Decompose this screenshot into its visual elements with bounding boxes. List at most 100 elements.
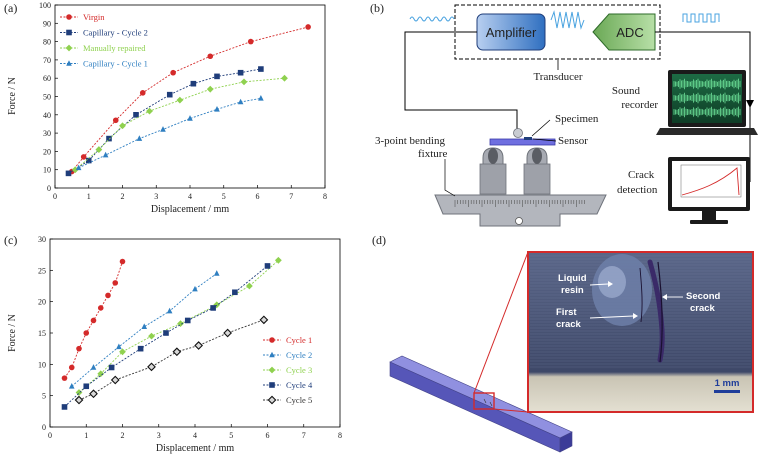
- monitor-neck: [702, 211, 716, 220]
- data-point: [61, 375, 68, 381]
- data-point: [281, 74, 288, 82]
- data-point: [166, 91, 173, 98]
- sensor-patch: [524, 137, 532, 140]
- first-crack-line: [639, 267, 643, 323]
- data-point: [258, 95, 264, 101]
- legend-marker: [65, 44, 73, 52]
- data-point: [160, 126, 166, 132]
- liquid-resin-label-line2: resin: [561, 285, 584, 296]
- specimen-beam: [489, 138, 556, 146]
- data-point: [102, 151, 109, 158]
- y-tick-label: 20: [38, 298, 46, 307]
- legend-marker: [269, 382, 275, 388]
- data-point: [214, 106, 220, 112]
- right-support-slot: [532, 148, 542, 164]
- laptop-base: [656, 128, 758, 135]
- digital-wave: [682, 13, 720, 23]
- x-tick-label: 1: [87, 192, 91, 201]
- first-crack-arrowhead: [633, 313, 638, 319]
- x-tick-label: 2: [121, 431, 125, 440]
- series-line-1: [71, 26, 309, 172]
- data-point: [112, 280, 119, 286]
- sensor-leader: [532, 138, 557, 142]
- sensor-label: Sensor: [558, 135, 588, 147]
- x-tick-label: 7: [289, 192, 293, 201]
- chart-a-xlabel: Displacement / mm: [151, 204, 230, 215]
- chart-c-xlabel: Displacement / mm: [156, 443, 235, 454]
- data-point: [76, 345, 82, 352]
- y-tick-label: 50: [43, 93, 51, 102]
- legend-marker: [66, 60, 72, 66]
- y-tick-label: 60: [43, 74, 51, 83]
- data-point: [258, 66, 264, 72]
- data-point: [136, 135, 143, 141]
- data-point: [305, 24, 311, 30]
- x-tick-label: 5: [222, 192, 226, 201]
- y-tick-label: 5: [42, 392, 46, 401]
- data-point: [61, 404, 68, 410]
- data-point: [232, 289, 238, 296]
- data-point: [170, 69, 176, 76]
- chart-c-ylabel: Force / N: [7, 314, 18, 352]
- x-tick-label: 4: [193, 431, 197, 440]
- fixture-label-line2: fixture: [418, 148, 447, 160]
- y-tick-label: 40: [43, 111, 51, 120]
- series-line-5: [78, 319, 265, 401]
- monitor-crack-detection: [668, 157, 750, 224]
- audio-waveform: [673, 106, 741, 118]
- audio-waveform: [673, 78, 741, 90]
- data-point: [97, 370, 105, 378]
- data-point: [192, 285, 198, 292]
- data-point: [137, 345, 144, 352]
- panel-label-a: (a): [4, 1, 17, 15]
- series-line-4: [78, 97, 261, 169]
- y-tick-label: 0: [47, 184, 51, 193]
- y-tick-label: 15: [38, 329, 46, 338]
- amplifier-label: Amplifier: [486, 25, 537, 40]
- sensor-wire: [404, 31, 518, 132]
- x-tick-label: 6: [266, 431, 270, 440]
- loading-pin: [513, 128, 523, 138]
- data-point: [119, 348, 126, 356]
- data-point: [116, 343, 122, 350]
- output-wire-sound: [655, 31, 751, 104]
- y-tick-label: 30: [38, 235, 46, 244]
- data-point: [247, 38, 254, 45]
- legend-label: Capillary - Cycle 1: [83, 59, 148, 69]
- data-point: [274, 256, 282, 264]
- legend-label: Cycle 1: [286, 335, 312, 345]
- zoom-line-top: [473, 251, 529, 394]
- series-line-3: [78, 259, 279, 393]
- sound-label-line1: Sound: [612, 85, 641, 97]
- data-point: [141, 323, 148, 330]
- legend-label: Manually repaired: [83, 43, 146, 53]
- crack-label-line1: Crack: [628, 169, 655, 181]
- data-point: [105, 292, 111, 299]
- x-tick-label: 1: [84, 431, 88, 440]
- data-point: [74, 395, 84, 405]
- fixture-ruler: [454, 200, 585, 207]
- setup-diagram: Amplifier ADC Transducer: [375, 4, 758, 227]
- input-wave: [409, 16, 455, 22]
- zoom-box: [473, 392, 495, 410]
- data-point: [259, 315, 269, 325]
- y-tick-label: 20: [43, 147, 51, 156]
- data-point: [207, 53, 214, 60]
- right-support-body: [523, 163, 551, 195]
- legend-label: Cycle 2: [286, 350, 312, 360]
- data-point: [80, 154, 87, 160]
- audio-waveforms: [673, 78, 741, 118]
- x-tick-label: 3: [157, 431, 161, 440]
- legend-marker: [269, 351, 275, 358]
- crack-label-line2: detection: [617, 184, 658, 196]
- sound-label-line2: recorder: [621, 99, 658, 111]
- crack-mark-left: [483, 398, 487, 404]
- x-tick-label: 7: [302, 431, 306, 440]
- fixture-hole: [515, 217, 523, 225]
- transducer-label: Transducer: [533, 71, 582, 83]
- data-point: [89, 389, 98, 399]
